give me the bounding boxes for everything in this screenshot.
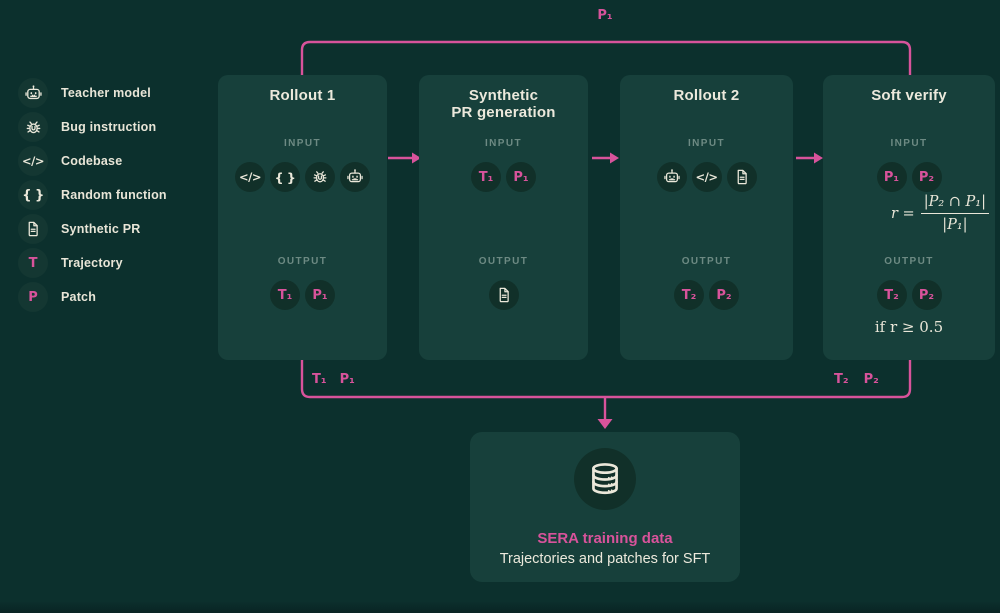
bottom-left-labels: T₁ P₁ <box>312 372 355 387</box>
sink-arrow-head <box>597 419 613 429</box>
soft-verify-condition: if r ≥ 0.5 <box>874 318 944 336</box>
bottom-label-p1: P₁ <box>339 372 355 387</box>
sink-subtitle: Trajectories and patches for SFT <box>499 551 711 567</box>
patch-2-chip: P₂ <box>709 280 739 310</box>
input-row: P₁ P₂ <box>823 162 995 192</box>
input-row: </> { } <box>218 162 387 192</box>
top-bracket-line <box>300 40 912 86</box>
input-row: T₁ P₁ <box>419 162 588 192</box>
arrow-1-head <box>412 152 421 164</box>
input-label: INPUT <box>688 138 725 149</box>
stage-soft-verify: Soft verify INPUT P₁ P₂ r = |P₂ ∩ P₁| |P… <box>823 75 995 360</box>
stage-rollout-1: Rollout 1 INPUT </> { } <box>218 75 387 360</box>
legend-item-codebase: </> Codebase <box>18 146 167 176</box>
document-icon <box>488 280 519 310</box>
stage-title: Soft verify <box>871 87 947 104</box>
stage-title: Synthetic PR generation <box>451 87 556 121</box>
legend-label: Trajectory <box>61 256 123 270</box>
output-row: T₂ P₂ <box>823 280 995 310</box>
formula-numerator: |P₂ ∩ P₁| <box>920 193 989 215</box>
code-icon: </> <box>691 162 722 192</box>
formula-denominator: |P₁| <box>942 217 968 234</box>
legend-label: Synthetic PR <box>61 222 141 236</box>
bug-icon <box>18 112 48 142</box>
trajectory-2-chip: T₂ <box>674 280 704 310</box>
legend-label: Teacher model <box>61 86 151 100</box>
trajectory-1-chip: T₁ <box>270 280 300 310</box>
code-icon: </> <box>18 146 48 176</box>
sink-sera-training-data: SERA training data Trajectories and patc… <box>470 432 740 582</box>
formula-lhs: r = <box>891 205 915 222</box>
formula-fraction: |P₂ ∩ P₁| |P₁| <box>920 193 989 234</box>
legend-label: Codebase <box>61 154 123 168</box>
stage-title: Rollout 1 <box>269 87 336 104</box>
bottom-bracket-left <box>300 348 605 399</box>
legend-item-random-function: { } Random function <box>18 180 167 210</box>
trajectory-1-chip: T₁ <box>471 162 501 192</box>
output-row <box>419 280 588 310</box>
input-label: INPUT <box>890 138 928 149</box>
output-row: T₁ P₁ <box>218 280 387 310</box>
output-label: OUTPUT <box>277 256 328 267</box>
legend: Teacher model Bug instruction </> Codeba… <box>18 78 167 312</box>
legend-label: Patch <box>61 290 97 304</box>
legend-label: Bug instruction <box>61 120 157 134</box>
robot-icon <box>340 162 370 192</box>
patch-2-chip: P₂ <box>911 162 942 192</box>
output-label: OUTPUT <box>478 256 529 267</box>
braces-icon: { } <box>18 180 48 210</box>
legend-label: Random function <box>61 188 167 202</box>
output-label: OUTPUT <box>884 256 934 267</box>
bottom-label-t2: T₂ <box>834 372 849 387</box>
soft-verify-formula: r = |P₂ ∩ P₁| |P₁| <box>891 193 989 234</box>
bottom-label-t1: T₁ <box>312 372 327 387</box>
patch-chip: P <box>18 282 48 312</box>
input-label: INPUT <box>284 138 321 149</box>
legend-item-teacher-model: Teacher model <box>18 78 167 108</box>
robot-icon <box>656 162 687 192</box>
legend-item-bug-instruction: Bug instruction <box>18 112 167 142</box>
arrow-3-head <box>814 152 823 164</box>
bottom-bracket-right <box>605 348 912 399</box>
arrow-2-head <box>610 152 619 164</box>
legend-item-synthetic-pr: Synthetic PR <box>18 214 167 244</box>
stage-synthetic-pr-generation: Synthetic PR generation INPUT T₁ P₁ OUTP… <box>419 75 588 360</box>
bottom-label-p2: P₂ <box>863 372 879 387</box>
database-icon <box>574 448 636 510</box>
sink-title: SERA training data <box>537 530 673 547</box>
code-icon: </> <box>235 162 265 192</box>
patch-2-chip: P₂ <box>911 280 942 310</box>
patch-1-chip: P₁ <box>876 162 907 192</box>
patch-1-chip: P₁ <box>305 280 335 310</box>
output-label: OUTPUT <box>681 256 732 267</box>
stage-rollout-2: Rollout 2 INPUT </> <box>620 75 793 360</box>
document-icon <box>726 162 757 192</box>
output-row: T₂ P₂ <box>620 280 793 310</box>
legend-item-patch: P Patch <box>18 282 167 312</box>
trajectory-2-chip: T₂ <box>876 280 907 310</box>
document-icon <box>18 214 48 244</box>
braces-icon: { } <box>270 162 300 192</box>
top-connector-label: P₁ <box>597 8 613 23</box>
robot-icon <box>18 78 48 108</box>
stage-title: Rollout 2 <box>673 87 740 104</box>
patch-1-chip: P₁ <box>506 162 536 192</box>
bug-icon <box>305 162 335 192</box>
trajectory-chip: T <box>18 248 48 278</box>
input-row: </> <box>620 162 793 192</box>
bottom-right-labels: T₂ P₂ <box>834 372 879 387</box>
input-label: INPUT <box>485 138 522 149</box>
legend-item-trajectory: T Trajectory <box>18 248 167 278</box>
